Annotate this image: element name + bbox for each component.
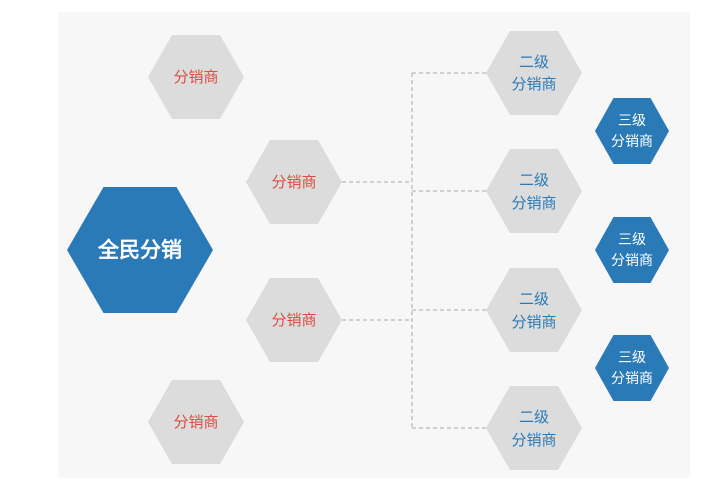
level2-line1: 二级	[519, 171, 549, 189]
level2-hexagon	[486, 268, 582, 352]
level2-line2: 分销商	[511, 75, 556, 93]
level3-line2: 分销商	[611, 253, 653, 269]
level3-line2: 分销商	[611, 134, 653, 150]
level2-line1: 二级	[519, 53, 549, 71]
level3-line1: 三级	[618, 113, 646, 129]
distributor-label: 分销商	[173, 413, 218, 431]
distributor-hexagon	[246, 278, 342, 362]
distributor-node-4: 分销商	[148, 380, 244, 464]
root-hexagon	[67, 187, 213, 313]
connector-lines	[342, 72, 486, 429]
distributor-node-3: 分销商	[246, 278, 342, 362]
distributor-node-1: 分销商	[148, 35, 244, 119]
level3-line2: 分销商	[611, 371, 653, 387]
level2-node-3: 二级 分销商	[486, 268, 582, 352]
distributor-label: 分销商	[271, 311, 316, 329]
distributor-label: 分销商	[173, 68, 218, 86]
level2-hexagon	[486, 386, 582, 470]
level2-hexagon	[486, 149, 582, 233]
level3-hexagon	[595, 335, 669, 401]
level3-hexagon	[595, 98, 669, 164]
level3-node-2: 三级 分销商	[595, 217, 669, 283]
distributor-hexagon	[148, 35, 244, 119]
level3-line1: 三级	[618, 232, 646, 248]
level2-line2: 分销商	[511, 194, 556, 212]
distributor-label: 分销商	[271, 173, 316, 191]
level3-line1: 三级	[618, 350, 646, 366]
level3-hexagon	[595, 217, 669, 283]
distributor-hexagon	[246, 140, 342, 224]
level2-line2: 分销商	[511, 431, 556, 449]
level2-node-4: 二级 分销商	[486, 386, 582, 470]
level3-node-1: 三级 分销商	[595, 98, 669, 164]
level2-hexagon	[486, 31, 582, 115]
level2-node-2: 二级 分销商	[486, 149, 582, 233]
distributor-hexagon	[148, 380, 244, 464]
root-node: 全民分销	[67, 187, 213, 313]
root-label: 全民分销	[97, 238, 182, 262]
level3-node-3: 三级 分销商	[595, 335, 669, 401]
level2-line2: 分销商	[511, 313, 556, 331]
level2-node-1: 二级 分销商	[486, 31, 582, 115]
level2-line1: 二级	[519, 408, 549, 426]
level2-line1: 二级	[519, 290, 549, 308]
distributor-node-2: 分销商	[246, 140, 342, 224]
